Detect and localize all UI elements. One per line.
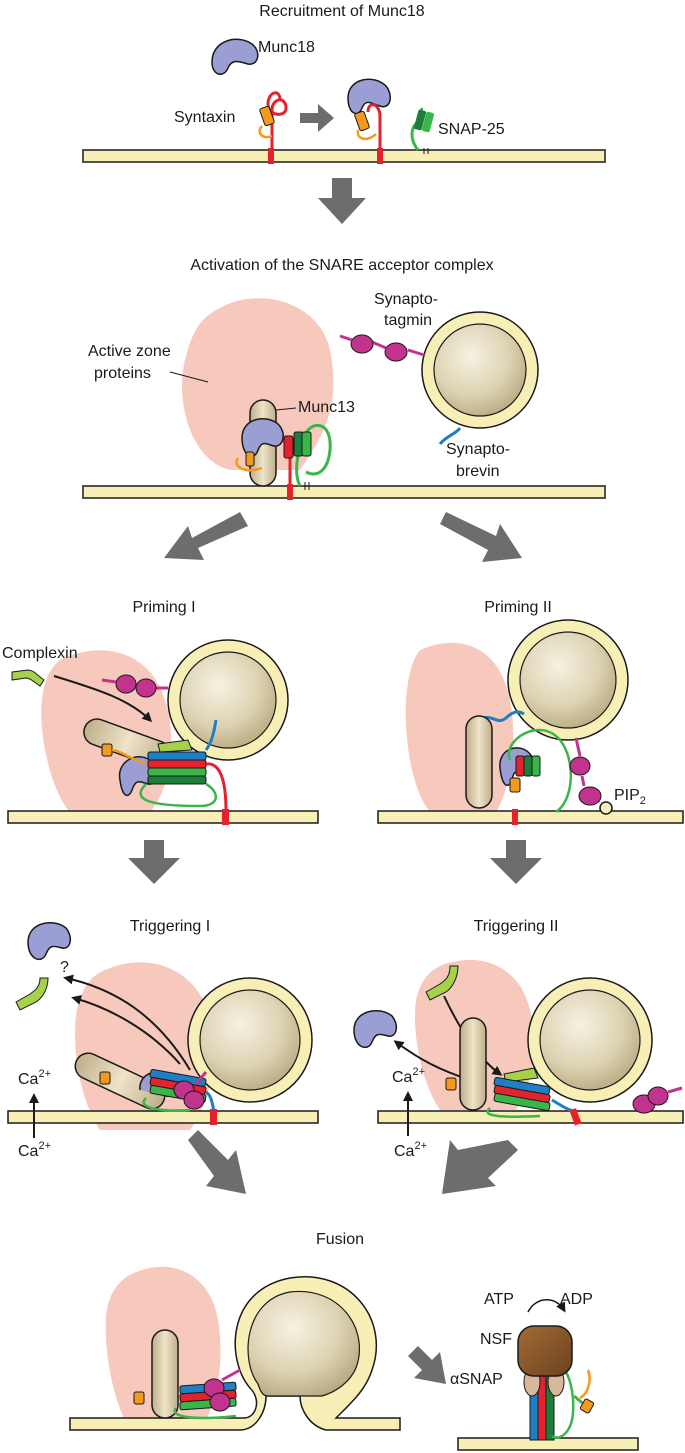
complexin-protein bbox=[15, 977, 49, 1011]
label-pip2: PIP2 bbox=[614, 787, 646, 807]
label-active-zone-2: proteins bbox=[94, 365, 151, 382]
munc13-protein bbox=[74, 1052, 166, 1110]
panel-priming-1: Complexin bbox=[2, 639, 319, 884]
label-question: ? bbox=[60, 959, 69, 976]
title-fusion: Fusion bbox=[316, 1231, 364, 1248]
snap25-protein bbox=[410, 107, 435, 154]
label-syntaxin: Syntaxin bbox=[174, 109, 235, 126]
label-atp: ATP bbox=[484, 1291, 514, 1308]
pip2-lipid bbox=[599, 801, 613, 815]
plasma-membrane bbox=[82, 485, 606, 499]
title-activation: Activation of the SNARE acceptor complex bbox=[190, 257, 493, 274]
munc13-protein bbox=[465, 715, 493, 809]
label-synaptotagmin-2: tagmin bbox=[384, 312, 432, 329]
snare-complex bbox=[101, 719, 229, 825]
label-ca-2: Ca2+ bbox=[18, 1140, 51, 1160]
munc18-protein bbox=[27, 922, 72, 961]
title-triggering-2: Triggering II bbox=[474, 918, 559, 935]
plasma-membrane bbox=[7, 1110, 319, 1124]
plasma-membrane bbox=[7, 810, 319, 824]
munc18-protein bbox=[211, 38, 259, 75]
snare-complex bbox=[133, 1368, 241, 1420]
arrow-to-fusion-1 bbox=[188, 1130, 246, 1194]
synaptobrevin-protein bbox=[479, 710, 525, 723]
active-zone-cloud bbox=[405, 642, 514, 812]
synaptotagmin-protein bbox=[632, 1086, 683, 1114]
syntaxin-free bbox=[258, 91, 288, 164]
panel-fusion: ATP ADP NSF αSNAP bbox=[69, 1266, 639, 1451]
snare-complex bbox=[507, 728, 572, 825]
title-priming-1: Priming I bbox=[132, 599, 195, 616]
arrow-to-disassembly bbox=[408, 1346, 446, 1384]
label-nsf: NSF bbox=[480, 1331, 512, 1348]
label-ca-1: Ca2+ bbox=[18, 1068, 51, 1088]
munc18-protein bbox=[118, 756, 158, 797]
complexin-protein bbox=[425, 965, 459, 1001]
label-active-zone-1: Active zone bbox=[88, 343, 171, 360]
complexin-protein bbox=[11, 669, 45, 687]
label-synaptotagmin-1: Synapto- bbox=[374, 291, 438, 308]
munc18-protein bbox=[353, 1010, 398, 1049]
synaptotagmin-protein bbox=[569, 737, 602, 806]
label-alpha-snap: αSNAP bbox=[450, 1371, 503, 1388]
active-zone-cloud bbox=[182, 298, 334, 470]
snare-complex bbox=[445, 1067, 582, 1126]
panel-activation: Active zone proteins Munc13 Synap bbox=[82, 291, 606, 562]
synaptotagmin-protein bbox=[339, 334, 425, 362]
label-complexin: Complexin bbox=[2, 645, 78, 662]
panel-recruitment: Munc18 Syntaxin SNAP-25 bbox=[82, 38, 606, 224]
label-synaptobrevin-1: Synapto- bbox=[446, 441, 510, 458]
label-munc18: Munc18 bbox=[258, 39, 315, 56]
cis-snare-complex bbox=[529, 1361, 595, 1441]
munc13-protein bbox=[151, 1329, 179, 1419]
arrow-to-priming-1 bbox=[164, 512, 248, 560]
title-triggering-1: Triggering I bbox=[130, 918, 210, 935]
arrow-down-priming-2 bbox=[490, 840, 542, 884]
munc13-protein bbox=[459, 1017, 487, 1111]
plasma-membrane bbox=[82, 149, 606, 163]
arrow-recruit bbox=[300, 104, 334, 132]
label-synaptobrevin-2: brevin bbox=[456, 463, 500, 480]
panel-triggering-2: Ca2+ Ca2+ bbox=[353, 959, 684, 1194]
synaptobrevin-protein bbox=[438, 427, 462, 445]
label-ca-3: Ca2+ bbox=[392, 1066, 425, 1086]
munc18-syntaxin-complex bbox=[347, 78, 391, 164]
label-munc13: Munc13 bbox=[298, 399, 355, 416]
arrow-down-1 bbox=[318, 178, 366, 224]
arrow-to-fusion-2 bbox=[442, 1140, 518, 1194]
panel-priming-2: PIP2 bbox=[377, 619, 684, 884]
label-snap25: SNAP-25 bbox=[438, 121, 505, 138]
label-adp: ADP bbox=[560, 1291, 593, 1308]
panel-triggering-1: ? Ca2+ Ca2+ bbox=[7, 922, 319, 1194]
arrow-to-priming-2 bbox=[440, 512, 522, 562]
arrow-down-priming-1 bbox=[128, 840, 180, 884]
label-ca-4: Ca2+ bbox=[394, 1140, 427, 1160]
plasma-membrane bbox=[377, 810, 684, 824]
nsf-protein bbox=[517, 1325, 573, 1377]
synaptotagmin-protein bbox=[101, 674, 168, 698]
snare-complex bbox=[99, 1069, 217, 1125]
title-priming-2: Priming II bbox=[484, 599, 552, 616]
title-recruitment: Recruitment of Munc18 bbox=[259, 3, 425, 20]
